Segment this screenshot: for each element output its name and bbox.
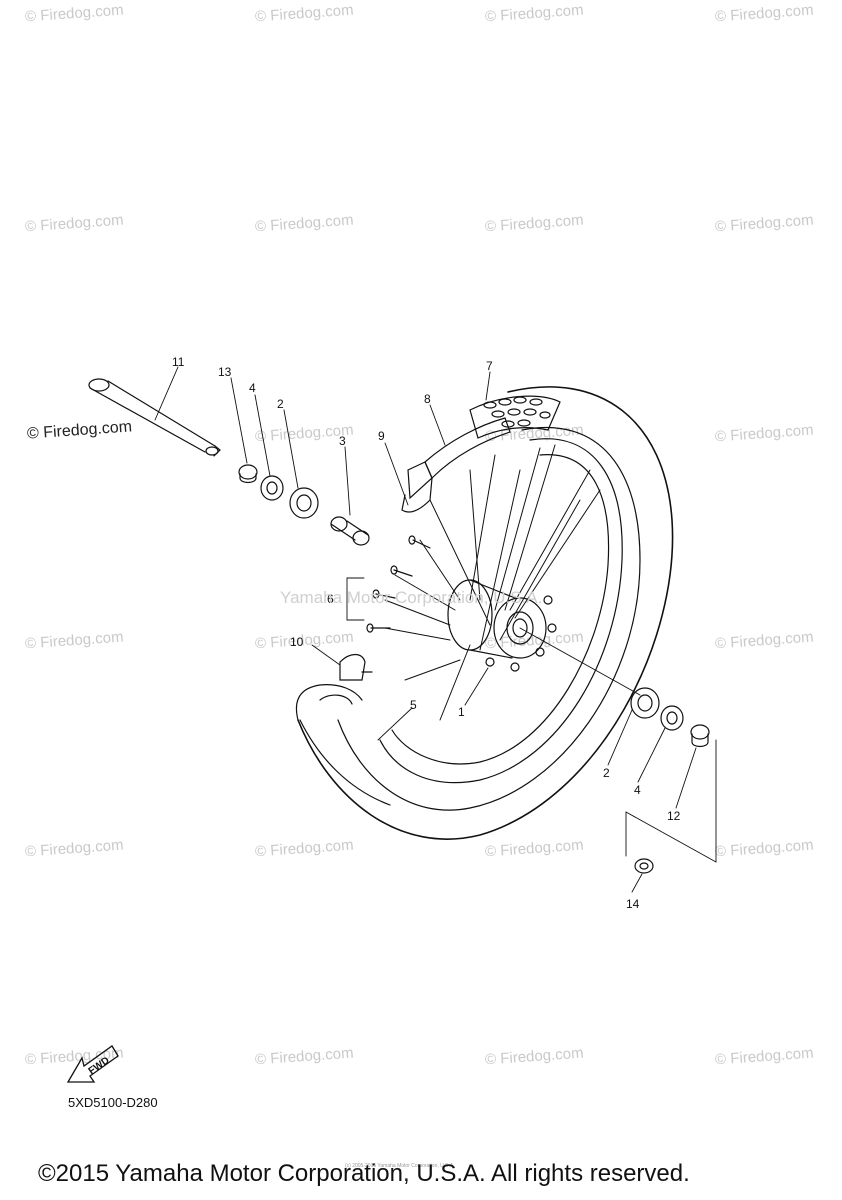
spokes <box>384 444 601 721</box>
bearing-2-left <box>289 487 319 519</box>
callout-8: 8 <box>424 392 431 406</box>
callout-12: 12 <box>667 809 681 823</box>
callout-7: 7 <box>486 359 493 373</box>
tiny-copyright: (c) 2005-2015 Yamaha Motor Corporation, … <box>345 1163 455 1169</box>
callout-11: 11 <box>172 355 185 369</box>
callout-2b: 2 <box>603 766 610 780</box>
callout-5: 5 <box>410 698 417 712</box>
tire <box>295 386 674 840</box>
callout-14: 14 <box>626 897 640 911</box>
rim-lock-10 <box>339 653 373 681</box>
callout-9: 9 <box>378 429 385 443</box>
part-code: 5XD5100-D280 <box>68 1095 158 1110</box>
callout-6: 6 <box>327 592 334 606</box>
collar-12 <box>690 724 710 748</box>
callout-1: 1 <box>458 705 465 719</box>
fwd-arrow-icon <box>66 1045 119 1083</box>
callout-10: 10 <box>290 635 304 649</box>
tube-top <box>469 395 561 439</box>
nipples-6 <box>346 535 431 633</box>
bracket-12-14 <box>625 739 717 863</box>
callout-4: 4 <box>249 381 256 395</box>
hub <box>447 579 557 672</box>
nut-14 <box>634 858 654 874</box>
leader-lines <box>154 366 697 893</box>
callout-2: 2 <box>277 397 284 411</box>
rim-band <box>401 417 511 513</box>
rim <box>379 438 623 784</box>
callout-3: 3 <box>339 434 346 448</box>
oil-seal-4-left <box>260 475 284 501</box>
oil-seal-4-right <box>660 705 684 731</box>
callout-4b: 4 <box>634 783 641 797</box>
collar-13 <box>238 464 258 484</box>
copyright-notice: ©2015 Yamaha Motor Corporation, U.S.A. A… <box>38 1160 690 1187</box>
mid-watermark: Yamaha Motor Corporation, U.S.A. <box>280 588 542 607</box>
fwd-label: FWD <box>87 1055 112 1077</box>
callout-13: 13 <box>218 365 232 379</box>
axle <box>88 378 221 457</box>
spacer-3 <box>330 516 370 546</box>
bearing-2-right <box>630 687 660 719</box>
